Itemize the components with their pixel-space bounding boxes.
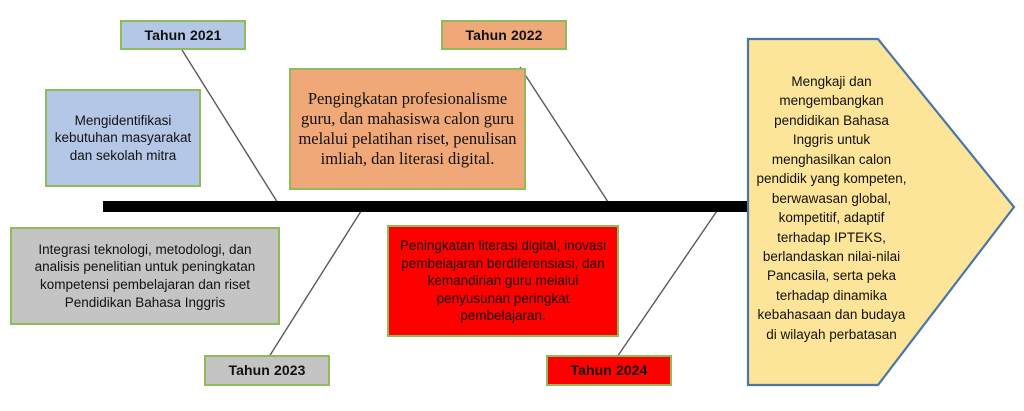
branch-box-2024[interactable]: Peningkatan literasi digital, inovasi pe… bbox=[387, 225, 619, 337]
branch-box-2023[interactable]: Integrasi teknologi, metodologi, dan ana… bbox=[10, 227, 280, 325]
connector-2024 bbox=[616, 207, 720, 358]
connector-2022 bbox=[519, 66, 613, 209]
year-label-2024[interactable]: Tahun 2024 bbox=[546, 355, 672, 386]
year-label-2021[interactable]: Tahun 2021 bbox=[120, 20, 246, 50]
fishbone-spine bbox=[103, 201, 758, 212]
branch-box-2022[interactable]: Pengingkatan profesionalisme guru, dan m… bbox=[289, 68, 526, 190]
branch-box-2021[interactable]: Mengidentifikasi kebutuhan masyarakat da… bbox=[45, 89, 201, 187]
year-label-2023[interactable]: Tahun 2023 bbox=[204, 355, 330, 386]
year-label-2022[interactable]: Tahun 2022 bbox=[441, 20, 567, 50]
goal-arrow-shape[interactable] bbox=[742, 33, 1020, 393]
connector-2023 bbox=[266, 207, 364, 361]
goal-statement-text: Mengkaji dan mengembangkan pendidikan Ba… bbox=[756, 74, 907, 342]
